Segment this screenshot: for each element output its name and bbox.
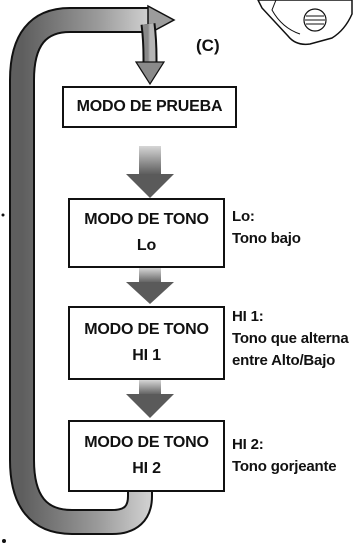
tone-mode-lo-box: MODO DE TONO Lo bbox=[68, 198, 225, 268]
down-arrow-2 bbox=[126, 268, 174, 304]
margin-dot bbox=[2, 539, 6, 543]
note-lo-text: Tono bajo bbox=[232, 230, 301, 247]
tone-mode-hi2-line2: HI 2 bbox=[132, 460, 161, 477]
tone-mode-hi1-line1: MODO DE TONO bbox=[84, 321, 209, 338]
loop-arrow bbox=[9, 4, 176, 535]
note-lo: Lo: Tono bajo bbox=[232, 206, 301, 250]
note-hi2-title: HI 2: bbox=[232, 436, 264, 453]
test-mode-label: MODO DE PRUEBA bbox=[76, 98, 223, 115]
note-hi1-text-1: Tono que alterna bbox=[232, 330, 349, 347]
tone-mode-hi2-box: MODO DE TONO HI 2 bbox=[68, 420, 225, 492]
note-lo-title: Lo: bbox=[232, 208, 255, 225]
top-down-arrow bbox=[134, 23, 166, 86]
note-hi2: HI 2: Tono gorjeante bbox=[232, 434, 337, 478]
test-mode-box: MODO DE PRUEBA bbox=[62, 86, 237, 128]
down-arrow-1 bbox=[126, 146, 174, 198]
note-hi1-text-2: entre Alto/Bajo bbox=[232, 352, 336, 369]
tone-mode-lo-line1: MODO DE TONO bbox=[84, 211, 209, 228]
margin-dot bbox=[1, 213, 5, 217]
note-hi2-text: Tono gorjeante bbox=[232, 458, 337, 475]
note-hi1: HI 1: Tono que alterna entre Alto/Bajo bbox=[232, 306, 349, 372]
loop-label: (C) bbox=[196, 36, 220, 55]
tone-mode-hi2-line1: MODO DE TONO bbox=[84, 434, 209, 451]
down-arrow-3 bbox=[126, 380, 174, 418]
device-illustration bbox=[257, 0, 353, 46]
tone-mode-hi1-line2: HI 1 bbox=[132, 347, 161, 364]
note-hi1-title: HI 1: bbox=[232, 308, 264, 325]
tone-mode-hi1-box: MODO DE TONO HI 1 bbox=[68, 306, 225, 380]
tone-mode-lo-line2: Lo bbox=[136, 237, 157, 254]
